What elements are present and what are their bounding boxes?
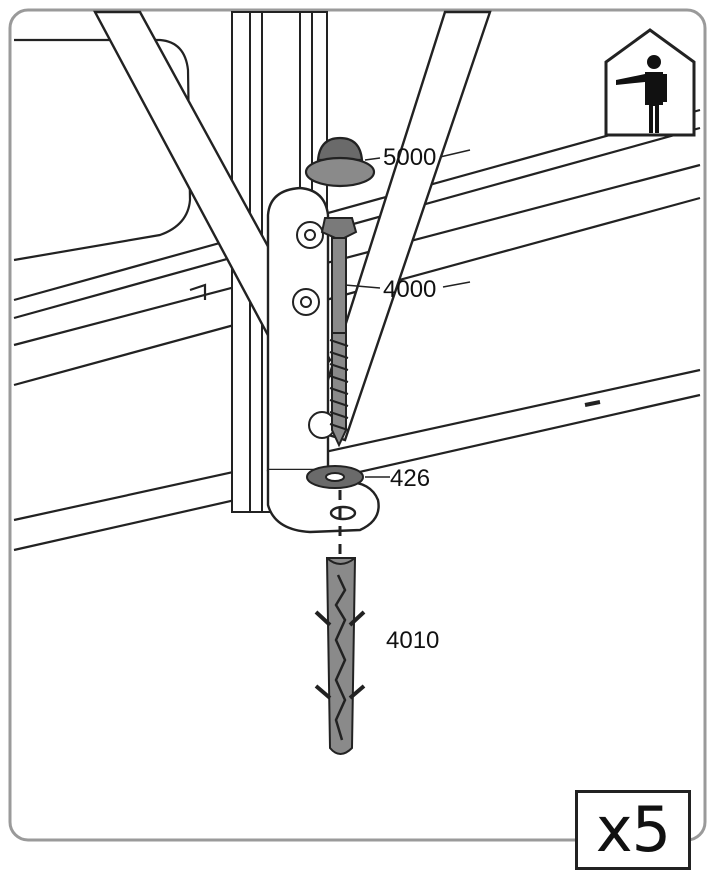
plug-top: [326, 557, 356, 565]
label-wall-plug: 4010: [386, 627, 439, 654]
leader-5000-tail: [439, 149, 471, 158]
bracket-foot-hole: [329, 505, 357, 521]
beam-line-2: [13, 126, 701, 320]
washer-hole: [325, 472, 345, 482]
leader-5000: [364, 157, 381, 161]
plug-fins-upper: [314, 610, 366, 627]
leader-4000-tail: [442, 281, 471, 288]
cap-rim: [304, 156, 376, 188]
quantity-box: x5: [575, 790, 691, 870]
screw-shank: [331, 237, 347, 334]
cap-dome: [316, 136, 364, 162]
beam-mark: [584, 400, 601, 407]
wall-plug-4010: [314, 557, 366, 755]
diagram-frame: [8, 8, 707, 842]
plug-fins-lower: [314, 684, 366, 700]
washer-426: [306, 465, 364, 489]
beam-line-3: [13, 163, 701, 347]
screw-4000: [320, 217, 358, 448]
beam-line-1: [13, 108, 701, 302]
indoor-person-icon: [604, 28, 696, 137]
beam-line-5: [13, 368, 701, 522]
bracket-nuts: [292, 221, 336, 439]
screw-head: [320, 217, 358, 242]
right-brace: [310, 10, 492, 442]
beam-notch: [189, 283, 207, 300]
label-cap: 5000: [383, 144, 436, 171]
nut-top-hole: [304, 229, 316, 241]
leader-lines: [344, 149, 471, 478]
plug-body: [325, 557, 357, 755]
screw-threads: [329, 339, 349, 431]
plug-slot: [334, 574, 347, 741]
label-washer: 426: [390, 465, 430, 492]
bracket-upright: [266, 186, 330, 472]
cap-5000: [304, 136, 376, 188]
label-screw: 4000: [383, 276, 436, 303]
leader-4000: [344, 284, 381, 289]
quantity-label: x5: [595, 793, 671, 866]
nut-middle-hole: [300, 296, 312, 308]
